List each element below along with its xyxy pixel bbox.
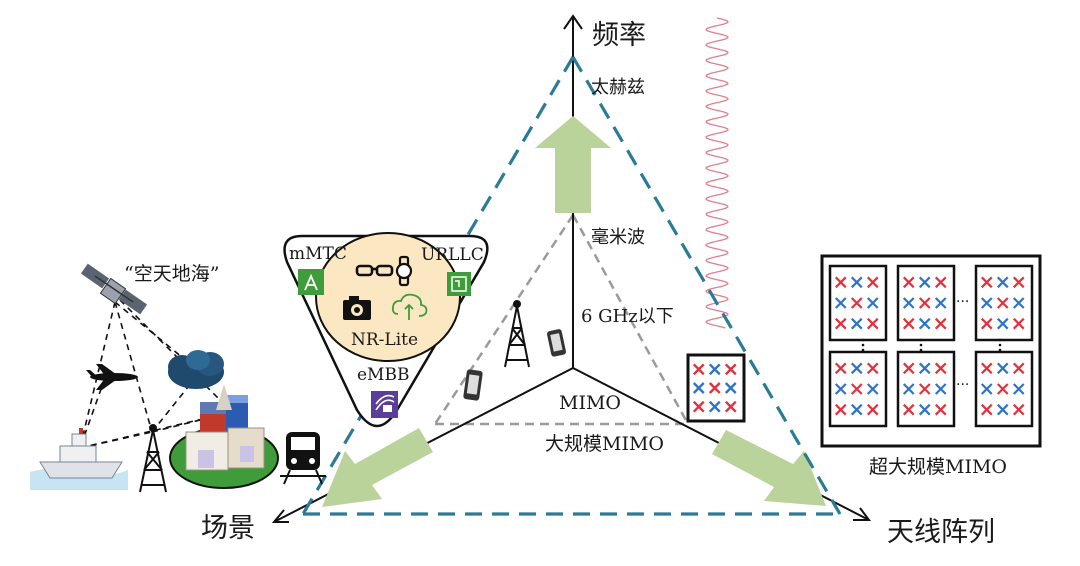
watch-icon — [395, 255, 413, 287]
panel-ellipsis: ··· — [956, 377, 969, 393]
massive-mimo-label: 大规模MIMO — [545, 433, 664, 455]
tower-icon — [504, 300, 530, 368]
glasses-icon — [355, 264, 394, 277]
phone-icon — [463, 369, 483, 401]
panel-ellipsis: ··· — [956, 294, 969, 310]
camera-icon — [343, 296, 371, 320]
scenario-axis-arrowhead — [271, 509, 289, 523]
ultra-massive-mimo-label: 超大规模MIMO — [869, 456, 1007, 478]
mmtc-app-icon — [298, 269, 324, 295]
band-terahertz-label: 太赫兹 — [591, 77, 645, 98]
service-mmtc-label: mMTC — [289, 244, 347, 264]
building-icon — [169, 384, 279, 489]
scenario-axis-label: 场景 — [201, 513, 255, 544]
scenario-arrow — [322, 428, 433, 507]
space-air-ground-sea-label: “空天地海” — [124, 263, 219, 285]
vr-icon — [371, 391, 398, 418]
mimo-label: MIMO — [559, 392, 621, 414]
frequency-axis-arrowhead — [563, 14, 583, 30]
antenna-axis-label: 天线阵列 — [887, 517, 995, 548]
service-triangle: mMTC URLLC eMBB NR-Lite — [283, 232, 489, 428]
frequency-arrow — [535, 116, 611, 213]
airplane-icon — [86, 364, 138, 390]
cloud-icon — [168, 350, 224, 389]
service-embb-label: eMBB — [357, 365, 409, 385]
train-icon — [280, 432, 326, 485]
antenna-axis-arrowhead — [853, 507, 871, 521]
wave-icon — [705, 17, 729, 329]
frequency-axis-label: 频率 — [592, 20, 646, 51]
ultra-massive-mimo-panel: ··· ··· — [820, 254, 1042, 448]
satellite-icon — [80, 263, 148, 315]
ship-icon — [30, 428, 128, 490]
chip-icon — [447, 272, 471, 296]
tower-icon — [139, 424, 167, 493]
service-urllc-label: URLLC — [421, 245, 484, 265]
mimo-array — [686, 353, 746, 423]
service-nr-lite-label: NR-Lite — [351, 330, 418, 350]
cloud-upload-icon — [391, 293, 428, 320]
nr-lite-region — [315, 232, 461, 362]
band-mmwave-label: 毫米波 — [591, 227, 645, 248]
inner-dashed-triangle — [433, 214, 690, 426]
band-sub6-label: 6 GHz以下 — [581, 306, 674, 327]
outer-dashed-triangle — [301, 56, 842, 516]
antenna-arrow — [712, 430, 826, 506]
phone-icon — [547, 329, 566, 357]
